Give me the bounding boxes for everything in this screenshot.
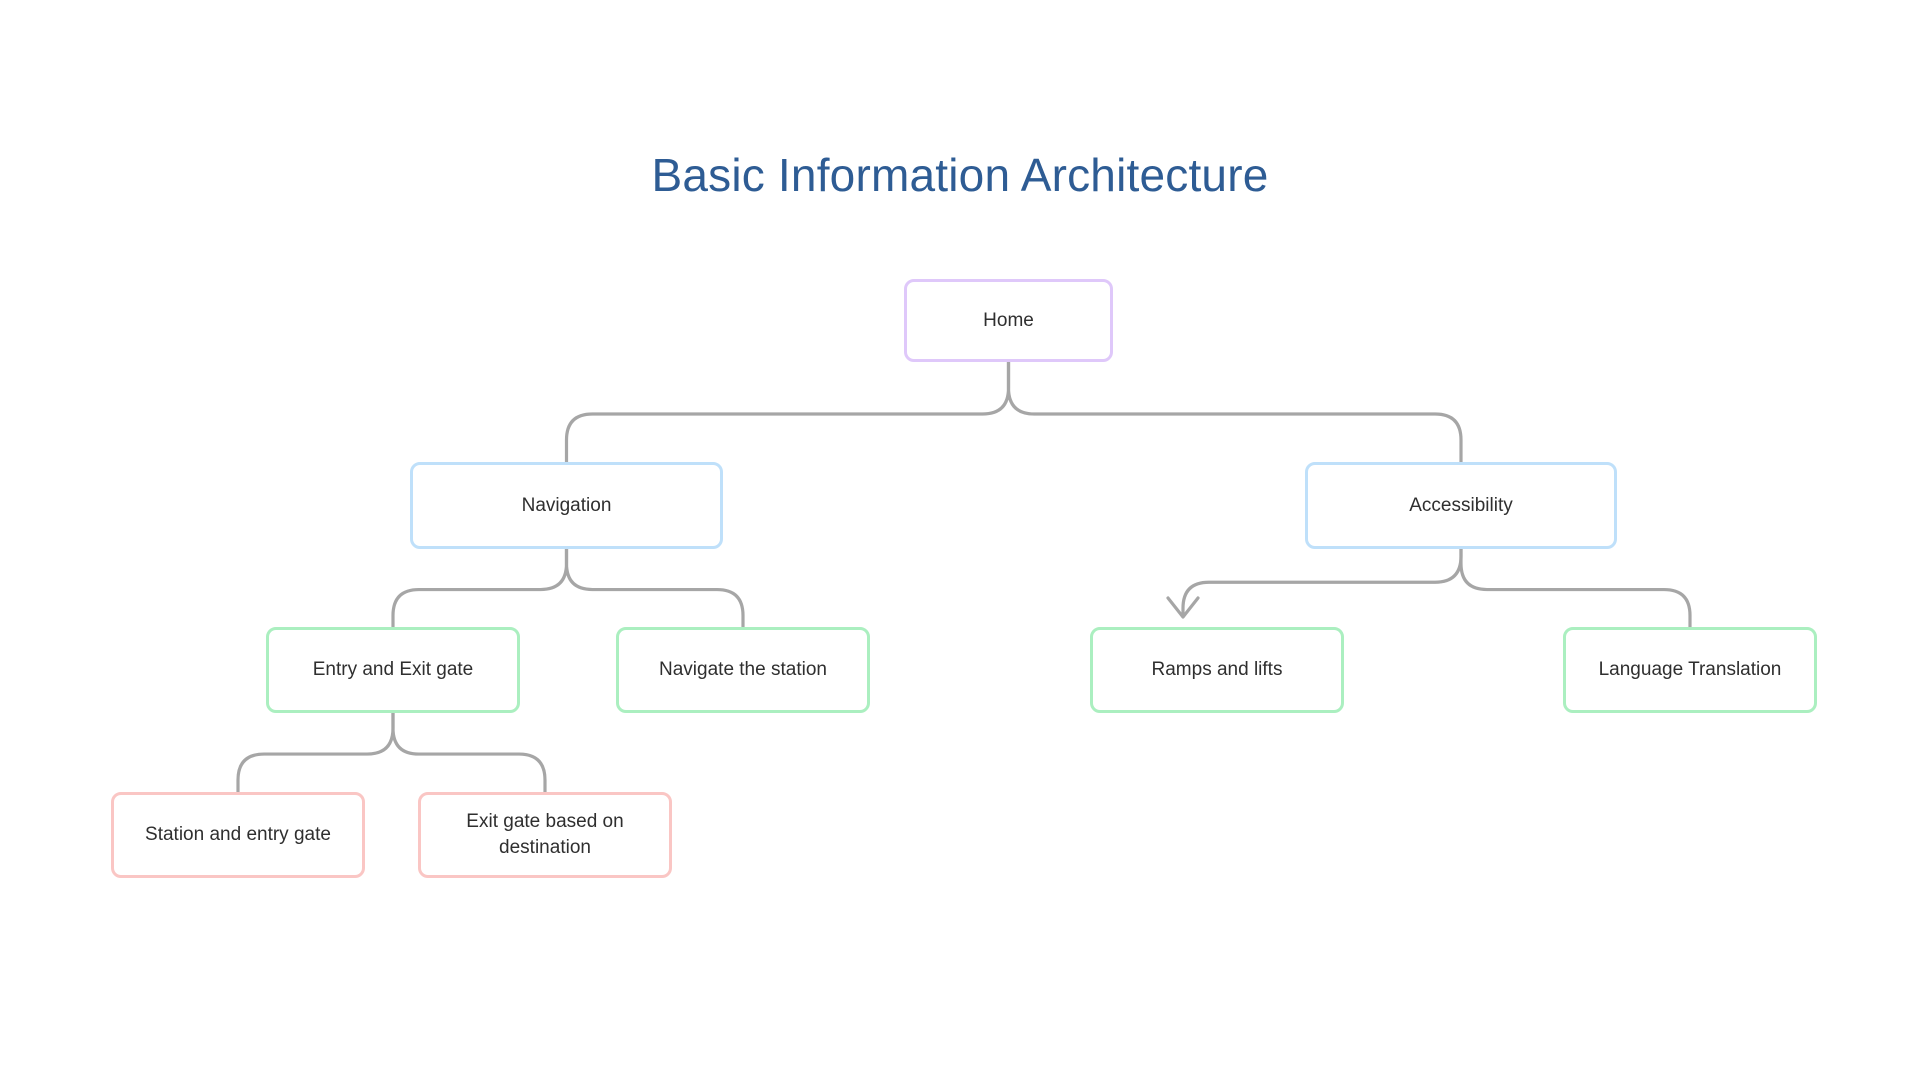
connector-home-to-accessibility <box>1006 360 1463 464</box>
node-ramps-and-lifts[interactable]: Ramps and lifts <box>1090 627 1344 713</box>
node-label: Navigate the station <box>659 659 827 681</box>
node-home[interactable]: Home <box>904 279 1113 362</box>
node-label: Station and entry gate <box>145 824 331 846</box>
node-navigate-the-station[interactable]: Navigate the station <box>616 627 870 713</box>
connector-navigation-to-navigate-station <box>564 547 745 629</box>
node-language-translation[interactable]: Language Translation <box>1563 627 1817 713</box>
node-entry-and-exit-gate[interactable]: Entry and Exit gate <box>266 627 520 713</box>
node-label: Accessibility <box>1409 494 1513 516</box>
connector-home-to-navigation <box>564 360 1011 464</box>
node-label: Navigation <box>521 494 612 516</box>
connector-navigation-to-entry-exit <box>391 547 569 629</box>
node-label: Entry and Exit gate <box>312 659 474 681</box>
node-station-and-entry-gate[interactable]: Station and entry gate <box>111 792 365 878</box>
node-label: Home <box>983 309 1034 331</box>
connector-accessibility-to-language <box>1459 547 1692 629</box>
arrowhead-icon-accessibility-to-ramps <box>1166 596 1200 619</box>
connector-entry-exit-to-station-entry <box>236 711 395 794</box>
page-title: Basic Information Architecture <box>651 149 1269 201</box>
node-navigation[interactable]: Navigation <box>410 462 723 549</box>
connector-accessibility-to-ramps <box>1181 547 1463 615</box>
node-label: Exit gate based on destination <box>466 811 624 858</box>
node-label: Language Translation <box>1598 659 1782 681</box>
node-exit-gate-based-on-destination[interactable]: Exit gate based on destination <box>418 792 672 878</box>
connector-entry-exit-to-exit-destination <box>391 711 547 794</box>
node-accessibility[interactable]: Accessibility <box>1305 462 1617 549</box>
node-label: Ramps and lifts <box>1151 659 1283 681</box>
